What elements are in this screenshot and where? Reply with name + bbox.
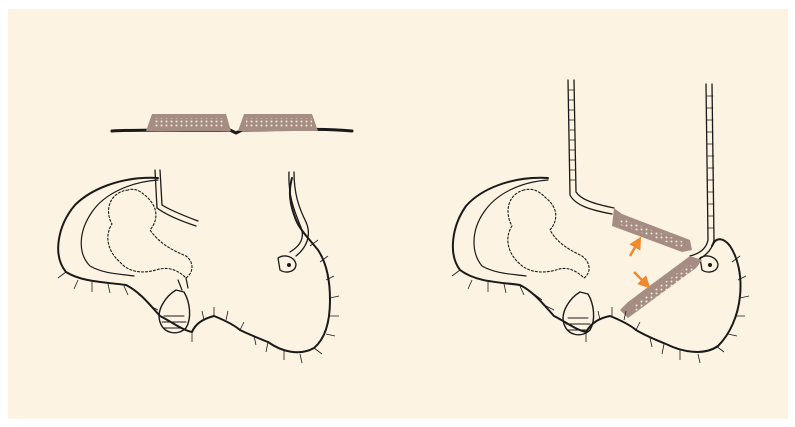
diagram-background <box>8 9 788 419</box>
left-plate-b <box>238 114 318 131</box>
left-plate-a <box>146 114 231 131</box>
